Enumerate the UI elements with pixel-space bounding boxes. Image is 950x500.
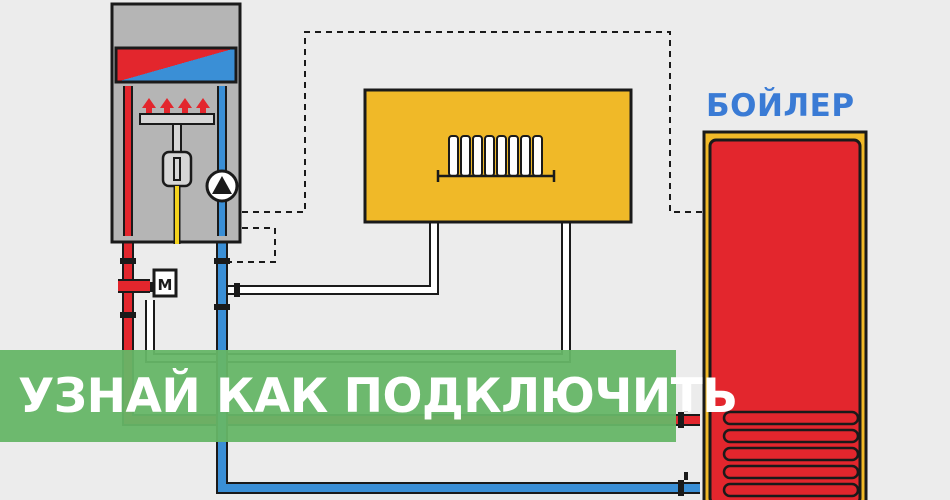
tank-coil: [722, 410, 860, 498]
promo-banner[interactable]: УЗНАЙ КАК ПОДКЛЮЧИТЬ: [0, 350, 738, 442]
radiator-icon: [448, 135, 543, 177]
banner-text: УЗНАЙ КАК ПОДКЛЮЧИТЬ: [18, 368, 738, 424]
storage-tank: [702, 130, 868, 500]
valve-motor-letter: M: [158, 276, 173, 294]
burner: [139, 113, 215, 125]
three-way-valve: M: [150, 268, 178, 298]
radiator-panel: [363, 88, 633, 224]
flame-arrows: [142, 98, 210, 114]
gas-boiler-unit: [110, 2, 242, 244]
control-wires: [222, 31, 706, 263]
tank-label: БОЙЛЕР: [706, 88, 855, 124]
circulation-pump: [205, 169, 239, 203]
heat-exchanger: [114, 46, 238, 84]
